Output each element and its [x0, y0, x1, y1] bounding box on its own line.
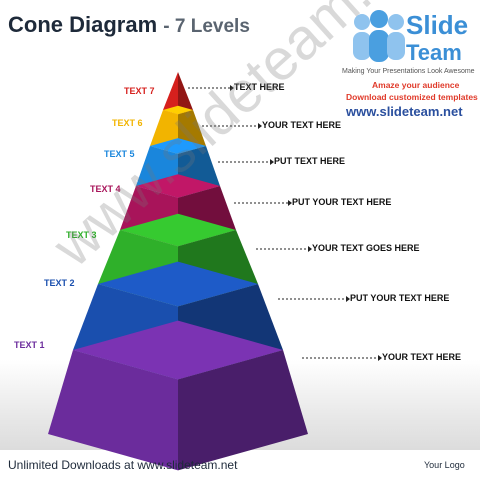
title-subtitle: - 7 Levels [163, 16, 250, 37]
footer-text: Unlimited Downloads at www.slideteam.net [8, 458, 238, 472]
your-logo-placeholder: Your Logo [424, 460, 465, 470]
logo-tagline: Making Your Presentations Look Awesome [342, 68, 475, 75]
level-label: TEXT 2 [44, 278, 75, 288]
tier-top-face [73, 320, 283, 380]
level-description: YOUR TEXT GOES HERE [312, 243, 420, 253]
tier-1 [48, 320, 308, 471]
level-description: PUT TEXT HERE [274, 156, 346, 166]
level-label: TEXT 3 [66, 230, 97, 240]
tier-top-face [163, 105, 193, 115]
tier-right-face [178, 350, 308, 471]
leader-arrow-icon [258, 123, 262, 129]
level-label: TEXT 7 [124, 86, 155, 96]
level-description: YOUR TEXT HERE [382, 352, 462, 362]
tier-top-face [98, 261, 258, 307]
leader-arrow-icon [308, 246, 312, 252]
level-label: TEXT 6 [112, 118, 143, 128]
tier-left-face [48, 350, 178, 471]
tier-left-face [163, 72, 178, 115]
leader-arrow-icon [230, 85, 234, 91]
pyramid-tiers [48, 72, 308, 471]
level-label: TEXT 1 [14, 340, 45, 350]
page-title: Cone Diagram - 7 Levels [8, 12, 250, 38]
level-description: PUT YOUR TEXT HERE [350, 293, 450, 303]
level-description: YOUR TEXT HERE [262, 120, 342, 130]
leader-arrow-icon [378, 355, 382, 361]
level-label: TEXT 4 [90, 184, 121, 194]
leader-arrow-icon [270, 159, 274, 165]
tier-top-face [150, 138, 206, 154]
tier-right-face [178, 72, 193, 115]
level-label: TEXT 5 [104, 149, 135, 159]
logo-site: www.slideteam.net [346, 104, 463, 119]
tier-top-face [136, 174, 220, 198]
title-main: Cone Diagram [8, 12, 158, 37]
leader-lines [188, 85, 382, 361]
logo-brand-line1: Slide [406, 10, 469, 40]
leader-arrow-icon [288, 200, 292, 206]
level-description: TEXT HERE [234, 82, 285, 92]
logo-promo-line1: Amaze your audience [372, 80, 460, 90]
tier-top-face [120, 213, 236, 247]
leader-arrow-icon [346, 296, 350, 302]
tier-7 [163, 72, 193, 115]
slideteam-logo: Slide Team Making Your Presentations Loo… [340, 8, 478, 119]
logo-promo-line2: Download customized templates [346, 92, 478, 102]
level-description: PUT YOUR TEXT HERE [292, 197, 392, 207]
logo-brand-line2: Team [406, 40, 462, 65]
people-icon [353, 10, 405, 62]
